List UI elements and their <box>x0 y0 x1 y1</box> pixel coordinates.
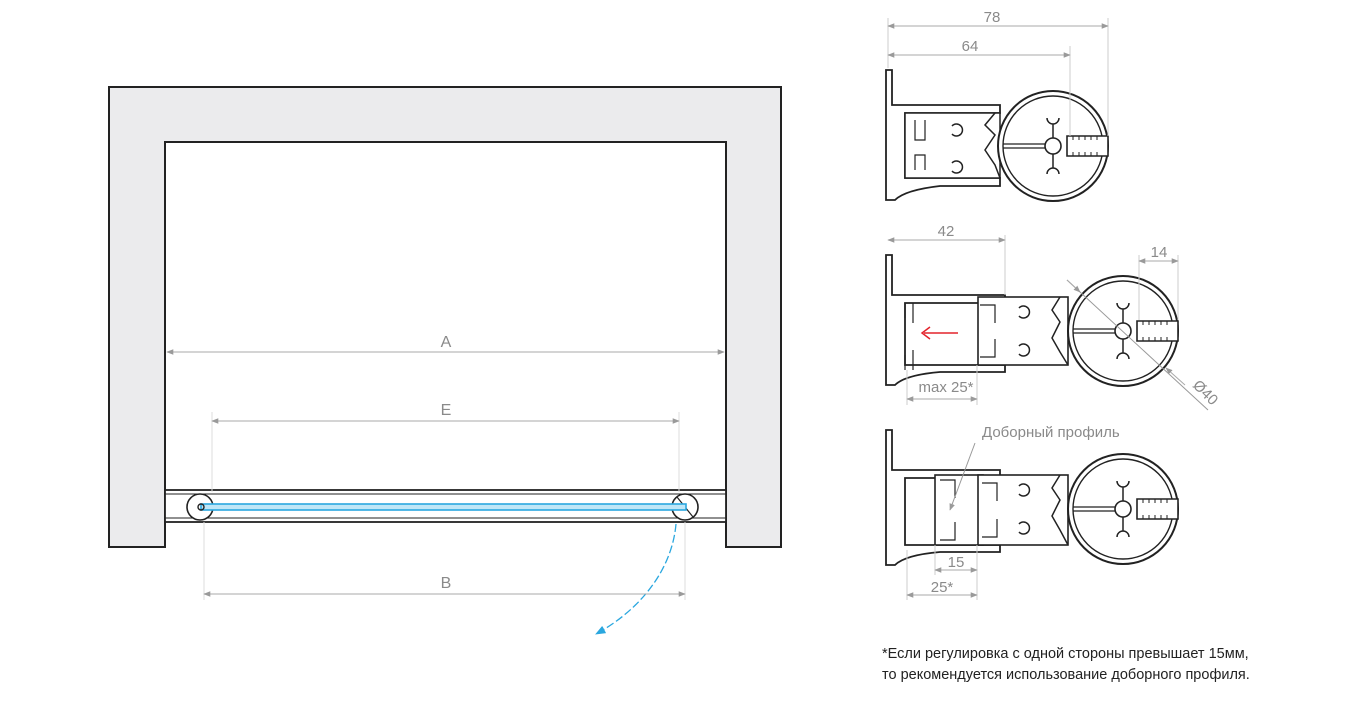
door-swing-arrow <box>595 523 677 635</box>
dim-78-label: 78 <box>984 9 1001 26</box>
profile-section-bottom <box>885 429 1179 566</box>
dim-25-label: 25* <box>931 579 954 596</box>
wall-plan <box>108 86 782 548</box>
dim-14-label: 14 <box>1151 244 1168 261</box>
footnote: *Если регулировка с одной стороны превыш… <box>882 644 1250 686</box>
footnote-line-2: то рекомендуется использование доборного… <box>882 667 1250 683</box>
profile-section-middle <box>885 254 1179 387</box>
dim-max25-label: max 25* <box>918 379 973 396</box>
dim-a-label: A <box>441 334 452 351</box>
door-rail <box>164 489 727 523</box>
footnote-line-1: *Если регулировка с одной стороны превыш… <box>882 646 1249 662</box>
dimension-lines <box>166 349 725 600</box>
dim-15-label: 15 <box>948 554 965 571</box>
dim-diameter-label: Ø40 <box>1189 377 1221 409</box>
extension-profile-label: Доборный профиль <box>982 424 1120 441</box>
dim-e-label: E <box>441 402 452 419</box>
dim-64-label: 64 <box>962 38 979 55</box>
dim-b-label: B <box>441 575 452 592</box>
profile-section-top <box>885 69 1109 202</box>
dim-42-label: 42 <box>938 223 955 240</box>
glass-panel <box>200 503 687 511</box>
